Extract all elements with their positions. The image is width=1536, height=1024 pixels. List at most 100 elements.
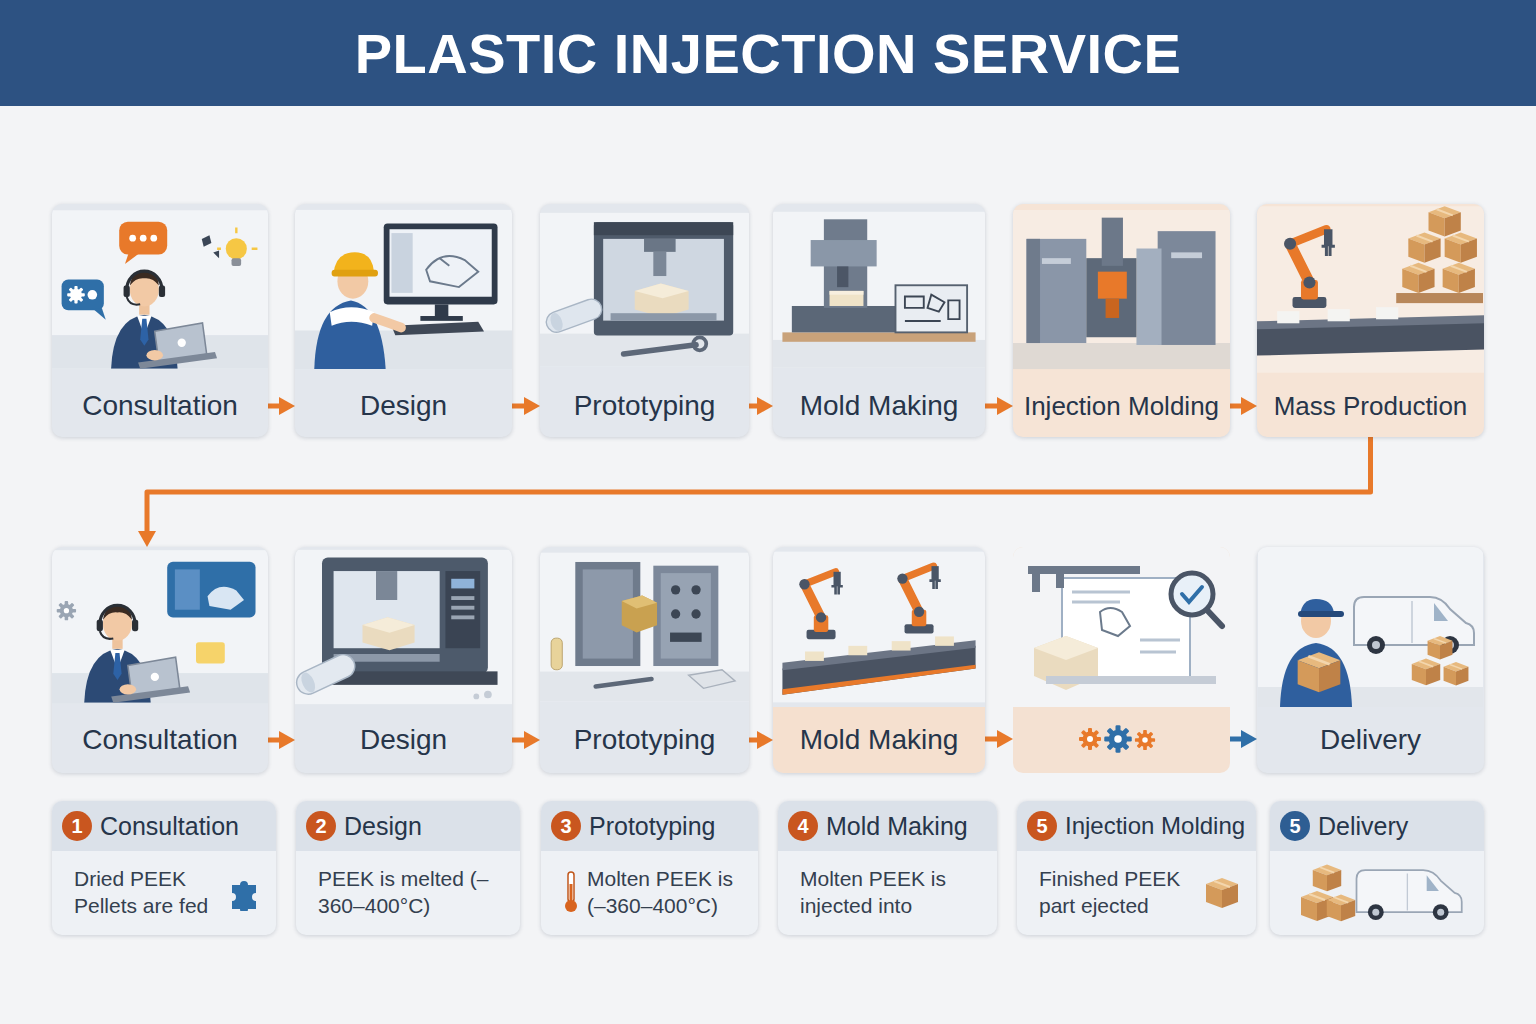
label-area: Mass Production <box>1257 375 1484 437</box>
illustration-part <box>1072 601 1120 604</box>
illustration-part <box>653 566 718 666</box>
illustration-part <box>1136 249 1161 345</box>
illustration-part <box>232 881 256 911</box>
step-card: 3Prototyping Molten PEEK is (–360–400°C) <box>541 801 758 935</box>
illustration <box>1257 547 1484 707</box>
illustration <box>1013 204 1230 375</box>
illustration-part <box>125 253 140 265</box>
title-bar: PLASTIC INJECTION SERVICE <box>0 0 1536 106</box>
illustration-part <box>1444 662 1469 685</box>
step-label: Injection Molding <box>1024 392 1219 421</box>
arrow-head <box>757 397 773 415</box>
process-box: Design <box>295 547 512 773</box>
process-box: Delivery <box>1257 547 1484 773</box>
illustration <box>52 204 268 375</box>
illustration-part <box>1402 263 1434 293</box>
step-label: Mass Production <box>1274 392 1468 421</box>
illustration-part <box>473 694 479 700</box>
card-body: Molten PEEK is injected into <box>778 851 997 935</box>
illustration-part <box>689 670 735 689</box>
illustration-part <box>773 212 985 367</box>
illustration-part <box>363 617 415 632</box>
illustration-part <box>693 337 706 350</box>
label-area: Design <box>295 707 512 773</box>
illustration <box>1257 204 1484 375</box>
illustration-part <box>635 283 689 298</box>
label-area: Design <box>295 375 512 437</box>
illustration-part <box>1098 272 1127 299</box>
card-heading: 3Prototyping <box>541 801 758 851</box>
illustration-part <box>1182 587 1202 602</box>
illustration-part <box>671 609 680 618</box>
illustration-part <box>1357 870 1462 920</box>
illustration-part <box>451 596 474 600</box>
step-label: Mold Making <box>800 725 959 756</box>
delivery-icon <box>1297 857 1467 927</box>
card-title: Prototyping <box>589 812 715 841</box>
card-text: Dried PEEK Pellets are fed <box>74 865 218 920</box>
illustration-part <box>773 552 985 703</box>
illustration-part <box>1429 206 1461 236</box>
illustration-part <box>1428 636 1453 659</box>
illustration-part <box>196 642 225 663</box>
illustration-part <box>1171 252 1202 258</box>
card-text: Molten PEEK is (–360–400°C) <box>587 865 746 920</box>
card-title: Mold Making <box>826 812 968 841</box>
illustration-part <box>1135 730 1155 750</box>
callout-number: 1 <box>62 811 92 841</box>
illustration-part <box>208 587 244 610</box>
thermometer-icon <box>563 870 579 914</box>
inspection-box <box>1013 547 1230 773</box>
illustration-part <box>67 286 85 304</box>
arrow-head <box>279 397 295 415</box>
puzzle-icon <box>226 873 264 911</box>
illustration-part <box>1056 574 1064 588</box>
illustration-part <box>773 340 985 367</box>
illustration <box>295 547 512 707</box>
arrow-line <box>147 437 1371 534</box>
illustration-part <box>390 229 492 297</box>
illustration-part <box>830 291 864 295</box>
illustration-part <box>540 553 749 702</box>
illustration-part <box>1032 574 1040 592</box>
illustration-part <box>1140 639 1180 642</box>
illustration-part <box>129 235 136 242</box>
illustration-part <box>167 562 255 618</box>
illustration <box>773 547 985 707</box>
illustration-part <box>622 595 657 632</box>
illustration-part <box>1013 690 1230 707</box>
label-area: Consultation <box>52 375 268 437</box>
flow-arrow <box>512 397 540 415</box>
illustration-part <box>1106 299 1120 318</box>
illustration-part <box>1408 232 1440 262</box>
process-box: Design <box>295 204 512 437</box>
illustration-part <box>202 235 212 247</box>
illustration-part <box>1280 643 1352 707</box>
step-label: Design <box>360 391 447 422</box>
illustration-part <box>644 239 676 252</box>
card-title: Delivery <box>1318 812 1408 841</box>
illustration <box>295 204 512 375</box>
process-box: Mass Production <box>1257 204 1484 437</box>
arrow-head <box>279 731 295 749</box>
illustration-part <box>594 222 733 235</box>
illustration-part <box>484 691 492 699</box>
flow-arrow <box>1230 397 1257 415</box>
illustration-part <box>314 301 385 369</box>
illustration-part <box>837 266 848 287</box>
card-title: Consultation <box>100 812 239 841</box>
illustration-part <box>635 283 689 316</box>
step-label: Prototyping <box>574 391 716 422</box>
illustration-part <box>799 572 843 639</box>
arrow-head <box>1241 397 1257 415</box>
illustration-part <box>1313 865 1341 892</box>
illustration-part <box>624 345 696 354</box>
callout-number: 5 <box>1280 811 1310 841</box>
illustration-part <box>1158 231 1216 345</box>
illustration-part <box>451 579 474 589</box>
illustration-part <box>119 222 167 255</box>
illustration-part <box>426 256 478 287</box>
illustration-part <box>691 585 700 594</box>
flow-arrow <box>268 397 295 415</box>
flow-arrow-decor <box>985 730 1257 748</box>
